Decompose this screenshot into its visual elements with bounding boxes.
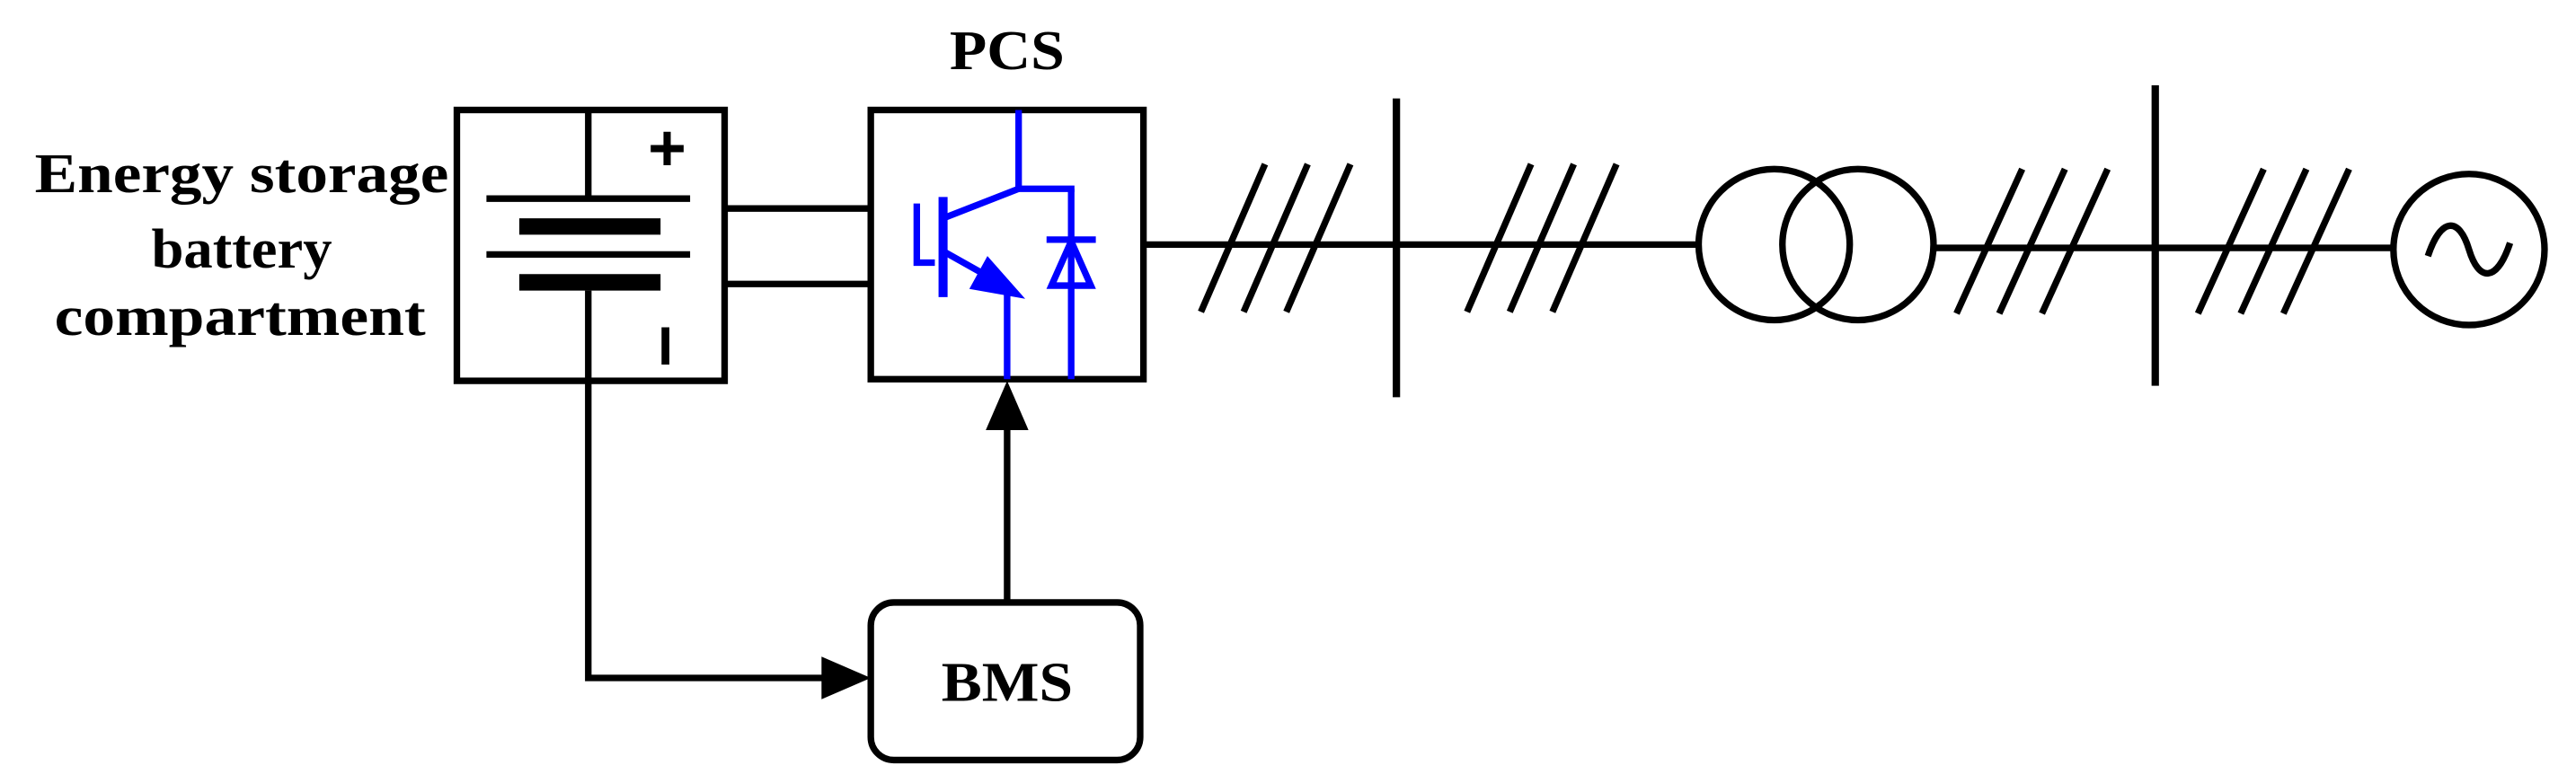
phase-slash xyxy=(2194,167,2267,315)
three-phase-marker-icon xyxy=(2194,167,2352,315)
pcs-label: PCS xyxy=(950,21,1065,82)
grid-source-circle xyxy=(2390,171,2548,329)
sine-wave-icon xyxy=(2424,222,2514,277)
phase-slash xyxy=(2039,167,2111,315)
phase-slash xyxy=(2237,167,2310,315)
transformer-secondary-winding xyxy=(1779,165,1937,324)
battery-label-line-3: compartment xyxy=(55,286,426,348)
battery-to-bms-link xyxy=(585,290,872,699)
phase-slash xyxy=(1506,163,1577,313)
positive-terminal-sign: + xyxy=(648,112,686,185)
emitter-arrow-icon xyxy=(969,256,1026,299)
negative-terminal-sign: I xyxy=(658,315,673,376)
transformer-primary-winding xyxy=(1695,165,1854,324)
pcs-converter xyxy=(867,106,1147,383)
phase-slash xyxy=(1198,163,1269,313)
diode-triangle-icon xyxy=(1046,233,1096,289)
collector-diagonal xyxy=(942,185,1021,222)
phase-slash xyxy=(1953,167,2025,315)
battery-label-line-2: battery xyxy=(151,219,332,280)
bms-to-pcs-link xyxy=(986,381,1029,603)
ac-source-icon xyxy=(2390,171,2548,329)
battery-to-bms-line xyxy=(585,290,825,682)
bms-label: BMS xyxy=(942,653,1073,714)
phase-slash xyxy=(2279,167,2352,315)
phase-slash xyxy=(1240,163,1311,313)
phase-slash xyxy=(1996,167,2068,315)
three-phase-marker-icon xyxy=(1198,163,1354,313)
phase-slash xyxy=(1283,163,1354,313)
three-phase-marker-icon xyxy=(1464,163,1620,313)
bms-box xyxy=(867,599,1144,764)
transformer-icon xyxy=(1695,165,1937,324)
phase-slash xyxy=(1549,163,1620,313)
arrow-up-icon xyxy=(986,381,1029,430)
three-phase-marker-icon xyxy=(1953,167,2111,315)
igbt-gate xyxy=(913,203,935,267)
phase-slash xyxy=(1464,163,1535,313)
battery-label-line-1: Energy storage xyxy=(35,144,449,205)
arrow-right-icon xyxy=(821,656,872,699)
igbt-switch-icon xyxy=(913,110,1096,380)
